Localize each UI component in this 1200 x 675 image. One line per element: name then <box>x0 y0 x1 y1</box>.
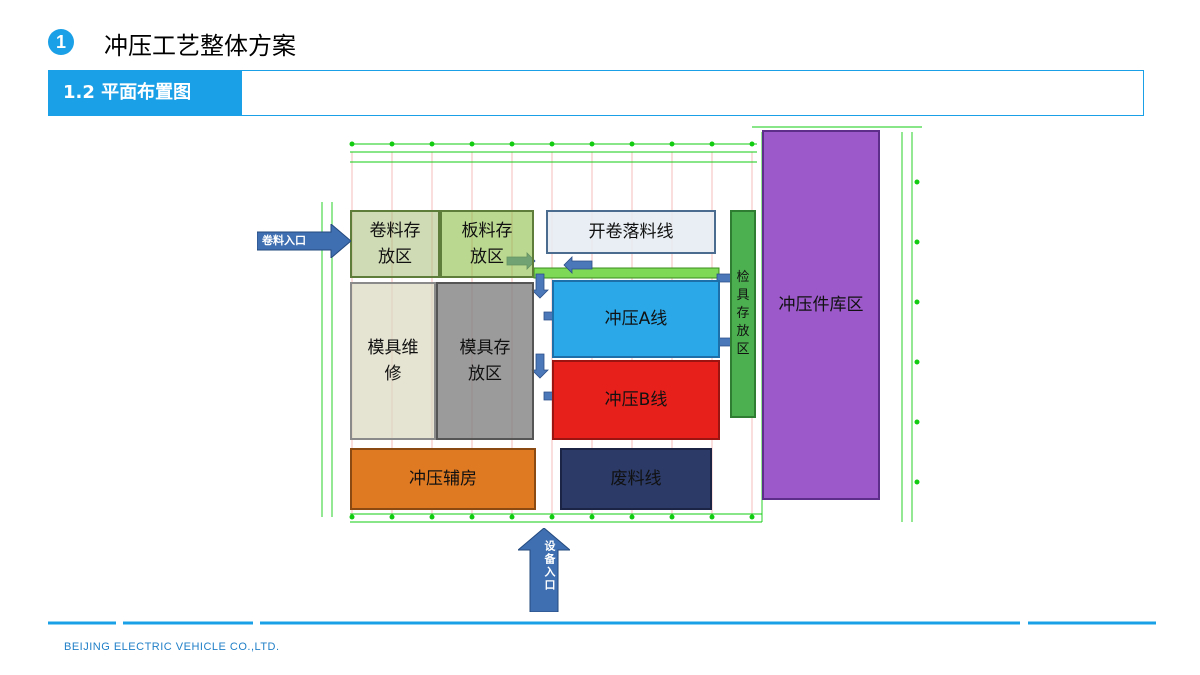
zone-press-line-a-label: 冲压A线 <box>604 309 668 329</box>
zone-press-auxiliary-room: 冲压辅房 <box>350 448 536 510</box>
zone-die-storage-label: 模具存放区 <box>459 338 511 384</box>
zone-press-auxiliary-label: 冲压辅房 <box>409 469 477 489</box>
footer-divider <box>48 621 1156 625</box>
section-label: 1.2 平面布置图 <box>49 71 242 115</box>
zone-stamped-parts-storage-label: 冲压件库区 <box>778 295 864 315</box>
equipment-entrance-label: 设备入口 <box>543 540 556 592</box>
zone-press-line-a: 冲压A线 <box>552 280 720 358</box>
zone-die-storage: 模具存放区 <box>436 282 534 440</box>
zone-scrap-line: 废料线 <box>560 448 712 510</box>
floor-plan: 卷料存放区 板料存放区 开卷落料线 模具维修 模具存放区 冲压A线 冲压B线 检… <box>312 122 930 532</box>
material-entrance-arrow <box>257 224 351 258</box>
zone-blanking-line: 开卷落料线 <box>546 210 716 254</box>
zone-blanking-line-label: 开卷落料线 <box>588 222 674 242</box>
zone-scrap-line-label: 废料线 <box>610 469 662 489</box>
zone-press-line-b-label: 冲压B线 <box>604 390 668 410</box>
section-header-bar: 1.2 平面布置图 <box>48 70 1144 116</box>
zone-sheet-storage-label: 板料存放区 <box>461 221 513 267</box>
zone-coil-storage: 卷料存放区 <box>350 210 440 278</box>
zone-coil-storage-label: 卷料存放区 <box>369 221 421 267</box>
material-entrance-label: 卷料入口 <box>262 234 306 247</box>
zone-stamped-parts-storage: 冲压件库区 <box>762 130 880 500</box>
zone-press-line-b: 冲压B线 <box>552 360 720 440</box>
page-title: 冲压工艺整体方案 <box>104 32 296 60</box>
zone-die-repair-label: 模具维修 <box>367 338 419 384</box>
zone-die-repair: 模具维修 <box>350 282 436 440</box>
zone-inspection-storage: 检具存放区 <box>730 210 756 418</box>
equipment-entrance-arrow <box>518 528 570 612</box>
zone-sheet-storage: 板料存放区 <box>440 210 534 278</box>
section-number-badge: 1 <box>48 29 74 55</box>
company-name: BEIJING ELECTRIC VEHICLE CO.,LTD. <box>64 641 280 653</box>
zone-inspection-storage-label: 检具存放区 <box>736 270 750 357</box>
